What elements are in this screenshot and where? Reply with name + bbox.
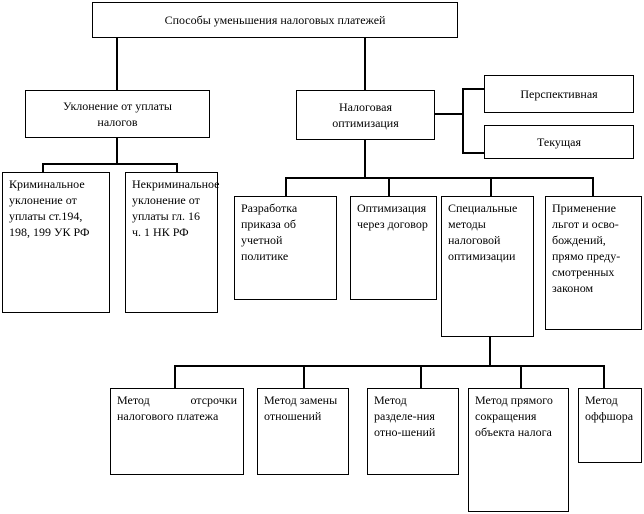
- connector-bar-to-via-contract: [388, 177, 390, 196]
- connector-bar-to-deferral: [174, 365, 176, 388]
- node-method-offshore-label: Метод оффшора: [585, 393, 634, 423]
- node-optimization-label: Налоговая оптимизация: [332, 99, 399, 130]
- connector-bar-to-direct-reduction: [520, 365, 522, 388]
- connector-bracket-to-perspective: [462, 88, 485, 90]
- node-special-methods[interactable]: Специальные методы налоговой оптимизации: [441, 196, 534, 337]
- connector-bar-to-substitution: [303, 365, 305, 388]
- connector-evasion-bar: [42, 163, 178, 165]
- node-root-label: Способы уменьшения налоговых платежей: [164, 12, 386, 27]
- node-current-label: Текущая: [537, 134, 581, 149]
- node-accounting-policy-order-label: Разработка приказа об учетной политике: [241, 201, 298, 263]
- node-current[interactable]: Текущая: [484, 125, 634, 159]
- connector-evasion-drop: [116, 137, 118, 164]
- node-special-methods-label: Специальные методы налоговой оптимизации: [448, 201, 518, 263]
- node-perspective-label: Перспективная: [520, 86, 598, 101]
- connector-bar-to-separation: [420, 365, 422, 388]
- connector-bar-to-noncriminal: [176, 163, 178, 173]
- node-tax-benefits[interactable]: Применение льгот и осво-бождений, прямо …: [545, 196, 642, 330]
- node-evasion-label: Уклонение от уплаты налогов: [63, 98, 172, 129]
- node-root[interactable]: Способы уменьшения налоговых платежей: [92, 2, 458, 38]
- node-method-separation-label: Метод разделе-ния отно-шений: [374, 393, 436, 439]
- node-perspective[interactable]: Перспективная: [484, 75, 634, 113]
- connector-bar-to-special-methods: [490, 177, 492, 196]
- node-accounting-policy-order[interactable]: Разработка приказа об учетной политике: [234, 196, 337, 300]
- connector-root-to-optimization: [364, 37, 366, 90]
- connector-bracket-to-current: [462, 152, 485, 154]
- connector-root-to-evasion: [116, 37, 118, 90]
- connector-bar-to-criminal: [42, 163, 44, 173]
- node-optimization-via-contract[interactable]: Оптимизация через договор: [350, 196, 437, 300]
- node-evasion[interactable]: Уклонение от уплаты налогов: [25, 90, 210, 138]
- node-method-direct-reduction[interactable]: Метод прямого сокращения объекта налога: [468, 388, 569, 512]
- node-method-substitution[interactable]: Метод замены отношений: [257, 388, 349, 475]
- node-criminal-evasion-label: Криминальное уклонение от уплаты ст.194,…: [9, 177, 90, 239]
- connector-methods-bar: [174, 365, 604, 367]
- node-method-deferral-label: Метод отсрочки налогового платежа: [117, 393, 237, 423]
- node-noncriminal-evasion[interactable]: Некриминальное уклонение от уплаты гл. 1…: [125, 172, 220, 313]
- connector-bar-to-benefits: [592, 177, 594, 196]
- connector-optimization-to-bracket: [435, 113, 464, 115]
- node-optimization-via-contract-label: Оптимизация через договор: [357, 201, 428, 231]
- connector-optimization-drop: [364, 139, 366, 178]
- node-noncriminal-evasion-label: Некриминальное уклонение от уплаты гл. 1…: [132, 177, 220, 239]
- connector-bar-to-offshore: [603, 365, 605, 388]
- node-tax-benefits-label: Применение льгот и осво-бождений, прямо …: [552, 201, 621, 295]
- node-method-offshore[interactable]: Метод оффшора: [578, 388, 642, 463]
- node-optimization[interactable]: Налоговая оптимизация: [296, 90, 435, 140]
- node-method-deferral[interactable]: Метод отсрочки налогового платежа: [110, 388, 244, 475]
- connector-special-methods-drop: [489, 337, 491, 366]
- node-method-substitution-label: Метод замены отношений: [264, 393, 338, 423]
- node-method-direct-reduction-label: Метод прямого сокращения объекта налога: [475, 393, 553, 439]
- node-method-separation[interactable]: Метод разделе-ния отно-шений: [367, 388, 459, 475]
- connector-bar-to-accounting-order: [285, 177, 287, 196]
- bracket-vertical-right: [462, 88, 464, 153]
- node-criminal-evasion[interactable]: Криминальное уклонение от уплаты ст.194,…: [2, 172, 110, 313]
- connector-optimization-bar: [285, 177, 593, 179]
